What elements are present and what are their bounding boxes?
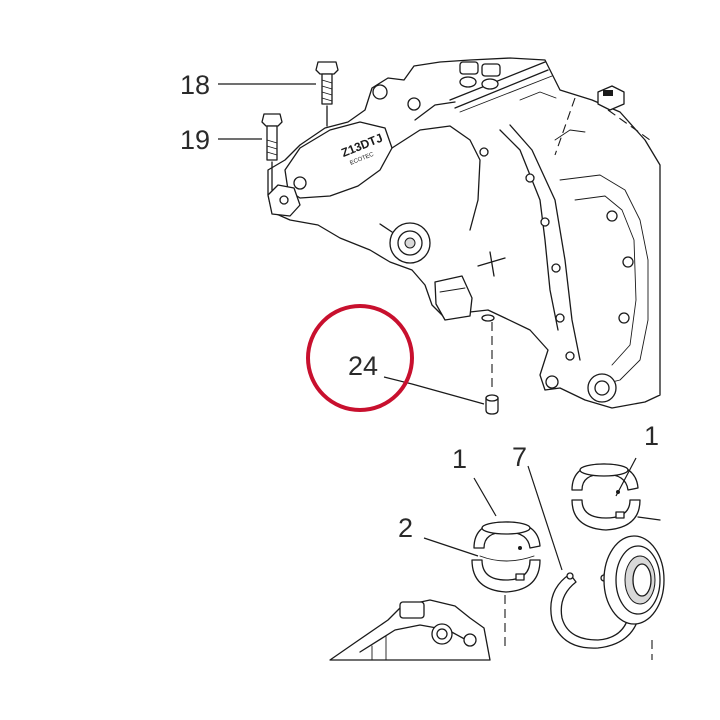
callout-19: 19 xyxy=(180,125,210,155)
callout-18: 18 xyxy=(180,70,210,100)
bearing-shell-right xyxy=(571,463,661,531)
bearing-shell-left xyxy=(471,521,541,650)
dowel-pin-24 xyxy=(485,322,499,415)
callout-1-right: 1 xyxy=(644,421,659,451)
engine-housing: Z13DTJ ECOTEC xyxy=(267,57,661,409)
lower-housing xyxy=(329,599,491,661)
leader-lines xyxy=(218,83,637,571)
oil-seal xyxy=(603,535,665,660)
highlight-circle xyxy=(306,304,414,412)
callout-1-left: 1 xyxy=(452,444,467,474)
callout-24: 24 xyxy=(348,351,378,381)
callout-7: 7 xyxy=(512,442,527,472)
bolt-19 xyxy=(261,113,283,191)
bolt-18 xyxy=(315,61,339,127)
callout-2: 2 xyxy=(398,513,413,543)
